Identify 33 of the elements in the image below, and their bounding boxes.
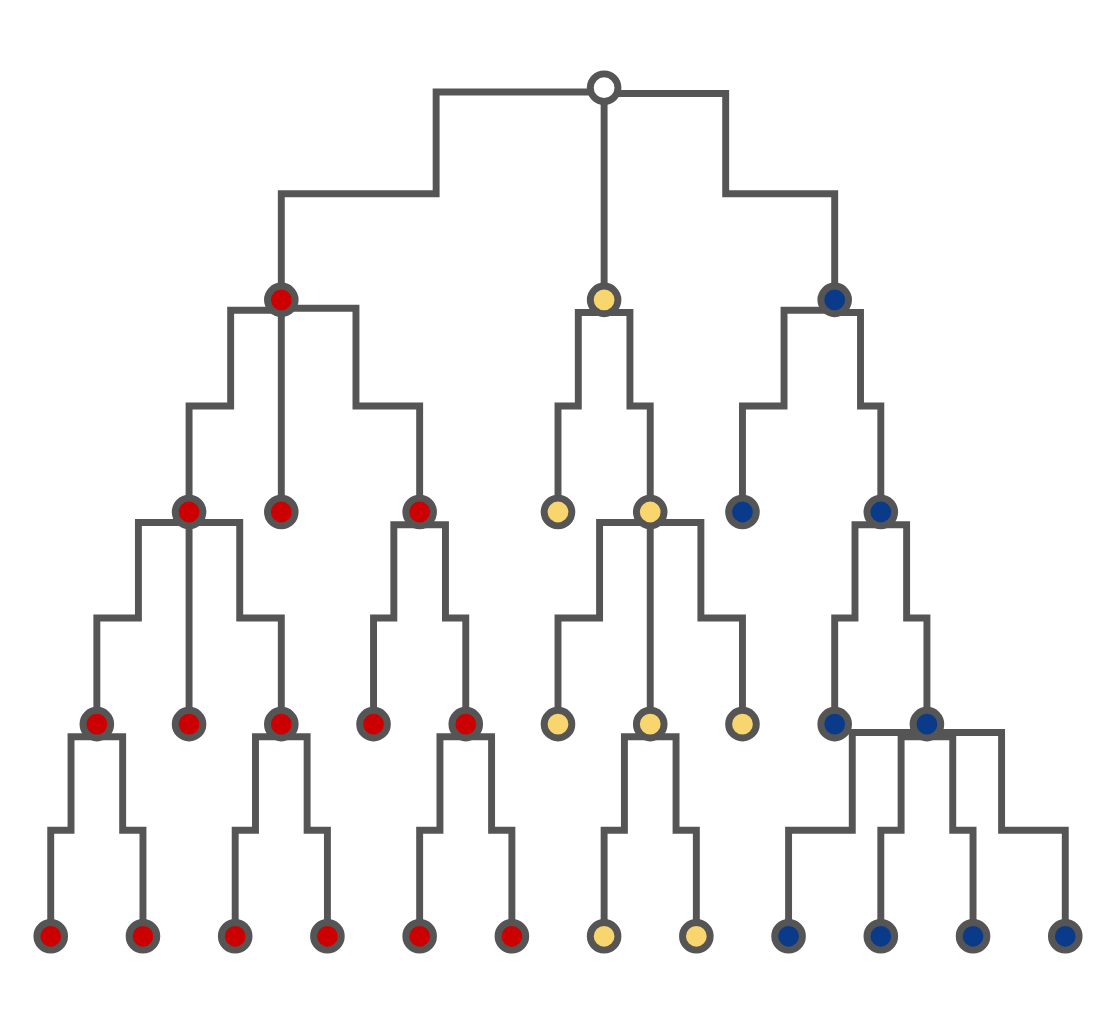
node-circle <box>586 282 622 318</box>
node-circle <box>402 494 437 530</box>
node-circle <box>448 706 484 742</box>
node-circle <box>955 918 991 954</box>
node-circle <box>632 706 668 742</box>
node-circle <box>494 918 530 954</box>
node-circle <box>217 918 253 954</box>
node-circle <box>771 918 806 954</box>
node-circle <box>863 494 899 530</box>
node-circle <box>725 706 760 742</box>
node-circle <box>586 70 622 106</box>
node-circle <box>264 706 299 742</box>
node-circle <box>356 706 391 742</box>
node-circle <box>125 918 161 954</box>
node-circle <box>540 494 576 530</box>
node-circle <box>586 918 622 954</box>
node-circle <box>817 282 852 318</box>
node-circle <box>79 706 115 742</box>
node-circle <box>33 918 68 954</box>
node-circle <box>310 918 345 954</box>
node-circle <box>679 918 714 954</box>
node-circle <box>171 706 207 742</box>
node-circle <box>264 282 299 318</box>
node-circle <box>171 494 207 530</box>
node-circle <box>1048 918 1083 954</box>
node-circle <box>402 918 437 954</box>
node-circle <box>863 918 899 954</box>
node-circle <box>909 706 945 742</box>
node-circle <box>817 706 852 742</box>
node-circle <box>725 494 760 530</box>
node-circle <box>540 706 576 742</box>
node-circle <box>264 494 299 530</box>
node-circle <box>632 494 668 530</box>
